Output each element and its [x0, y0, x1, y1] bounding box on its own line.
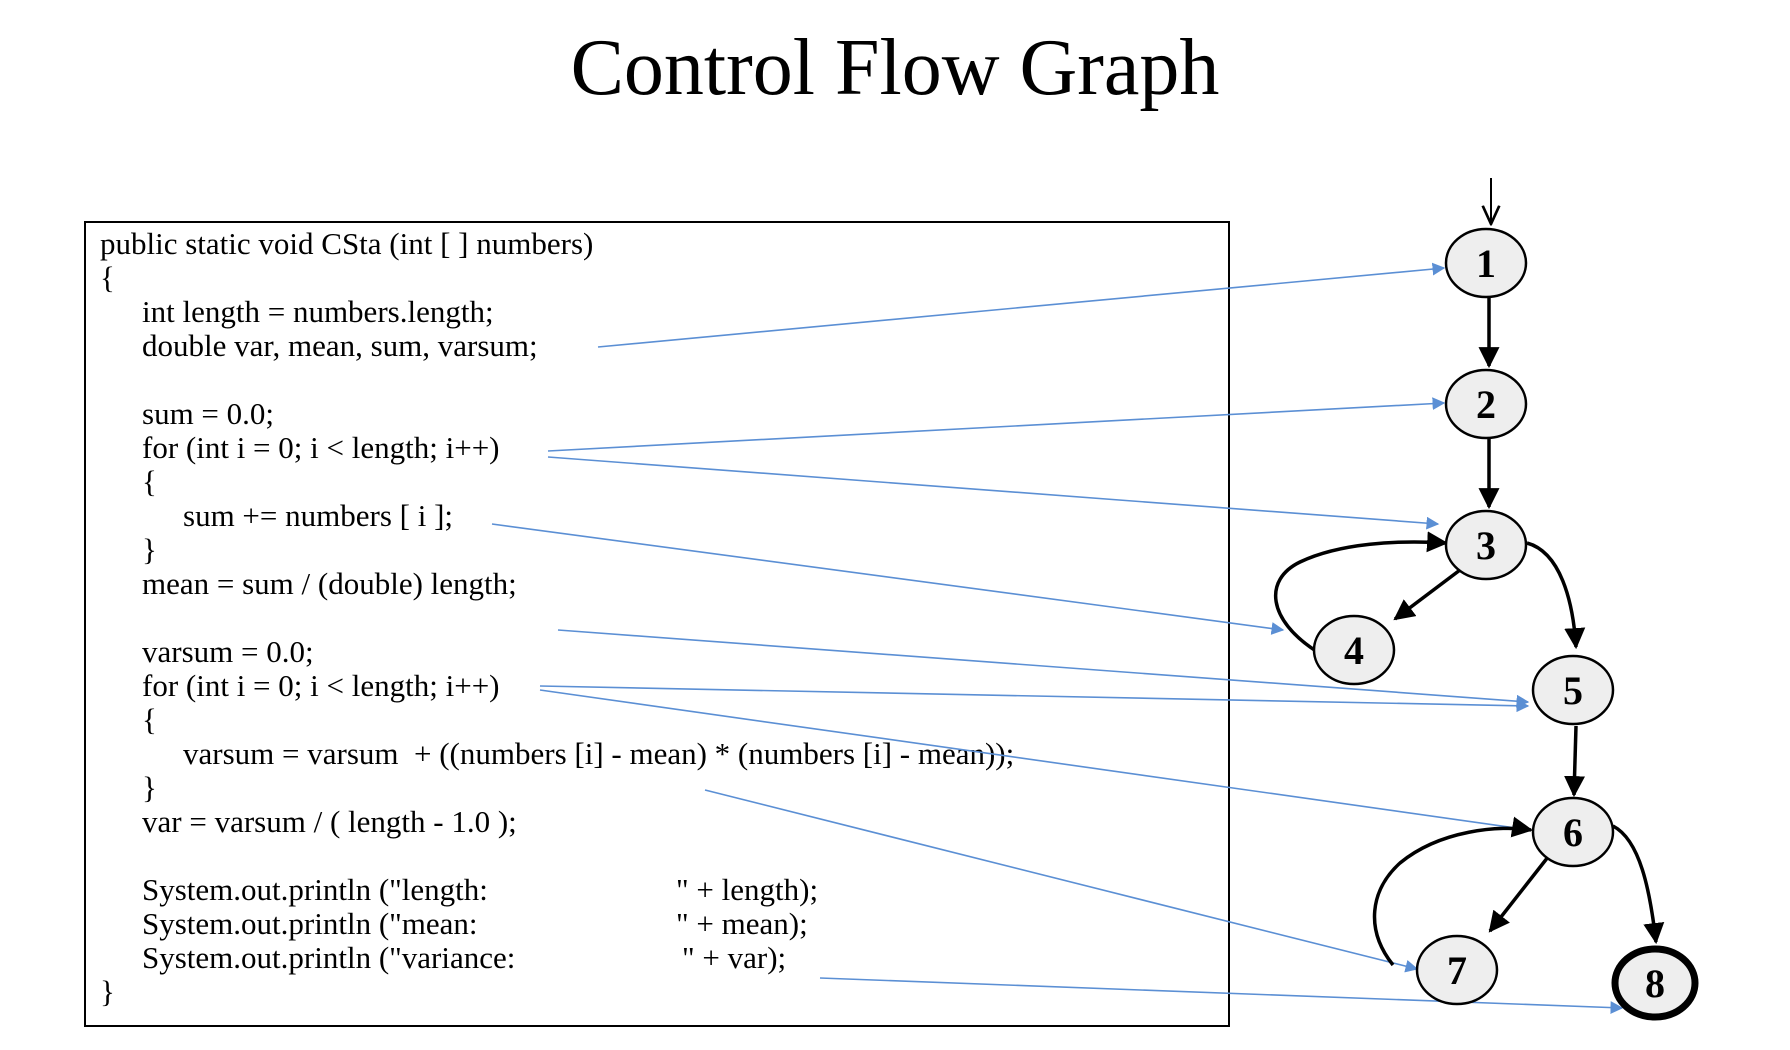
- code-line-sum-init: sum = 0.0;: [142, 396, 275, 431]
- code-to-node-mappings: [491, 262, 1624, 1014]
- node-4-label: 4: [1344, 628, 1364, 673]
- code-line-varsum-init: varsum = 0.0;: [142, 634, 314, 669]
- node-2-label: 2: [1476, 382, 1496, 427]
- node-6: 6: [1531, 796, 1615, 868]
- mapping-line-to-node-5: [539, 685, 1530, 713]
- node-2-circle: [1444, 368, 1528, 440]
- node-4-circle: [1312, 614, 1396, 686]
- code-line-print-mean-tail: " + mean);: [676, 906, 808, 941]
- code-line-length-decl: int length = numbers.length;: [142, 294, 494, 329]
- mapping-line-to-node-7: [704, 789, 1419, 973]
- node-6-circle: [1531, 796, 1615, 868]
- node-3-label: 3: [1476, 523, 1496, 568]
- code-line-loop-2-close: }: [142, 770, 157, 805]
- code-line-loop-2-open: {: [142, 702, 157, 737]
- node-1: 1: [1444, 227, 1528, 299]
- code-line-mean-calc: mean = sum / (double) length;: [142, 566, 517, 601]
- code-line-var-calc: var = varsum / ( length - 1.0 );: [142, 804, 517, 839]
- edge-6-to-8: [1612, 824, 1665, 945]
- code-line-open-brace: {: [100, 260, 115, 295]
- code-line-print-mean: System.out.println ("mean:: [142, 906, 478, 941]
- code-line-signature: public static void CSta (int [ ] numbers…: [100, 226, 594, 261]
- mapping-line-to-node-6: [539, 689, 1532, 835]
- code-listing: public static void CSta (int [ ] numbers…: [84, 221, 1230, 1027]
- mapping-line-to-node-5: [557, 629, 1530, 708]
- node-6-label: 6: [1563, 810, 1583, 855]
- slide-title: Control Flow Graph: [570, 24, 1220, 112]
- node-2: 2: [1444, 368, 1528, 440]
- edge-3-to-5: [1526, 541, 1586, 650]
- mapping-line-to-node-4: [491, 523, 1285, 635]
- edge-6-to-7: [1488, 855, 1550, 933]
- edge-5-to-6: [1564, 725, 1586, 798]
- code-line-var-decl: double var, mean, sum, varsum;: [142, 328, 538, 363]
- node-5-label: 5: [1563, 668, 1583, 713]
- code-line-for-loop-2: for (int i = 0; i < length; i++): [142, 668, 500, 703]
- code-line-print-length-tail: " + length);: [676, 872, 819, 907]
- code-line-loop-1-close: }: [142, 532, 157, 567]
- node-3: 3: [1444, 509, 1528, 581]
- node-5: 5: [1531, 654, 1615, 726]
- graph-edges: [1273, 178, 1665, 967]
- mapping-line-to-node-1: [597, 262, 1446, 348]
- node-3-circle: [1444, 509, 1528, 581]
- code-line-varsum-accumulate: varsum = varsum + ((numbers [i] - mean) …: [183, 736, 1015, 771]
- mapping-line-to-node-8: [819, 977, 1624, 1014]
- node-8-label: 8: [1645, 961, 1665, 1006]
- node-1-circle: [1444, 227, 1528, 299]
- graph-nodes: 1 2 3 4 5 6 7 8: [1312, 227, 1699, 1021]
- code-line-print-variance: System.out.println ("variance:: [142, 940, 516, 975]
- code-line-print-length: System.out.println ("length:: [142, 872, 488, 907]
- code-line-print-variance-tail: " + var);: [682, 940, 787, 975]
- node-5-circle: [1531, 654, 1615, 726]
- node-4: 4: [1312, 614, 1396, 686]
- node-7-label: 7: [1447, 948, 1467, 993]
- code-line-close-brace: }: [100, 974, 115, 1009]
- mapping-line-to-node-3: [547, 456, 1440, 530]
- node-7-circle: [1415, 934, 1499, 1006]
- node-1-label: 1: [1476, 241, 1496, 286]
- node-8: 8: [1611, 945, 1699, 1021]
- node-8-circle: [1611, 945, 1699, 1021]
- code-line-sum-accumulate: sum += numbers [ i ];: [183, 498, 454, 533]
- mapping-line-to-node-2: [547, 397, 1446, 452]
- edge-7-to-6: [1372, 816, 1534, 967]
- node-7: 7: [1415, 934, 1499, 1006]
- code-line-for-loop-1: for (int i = 0; i < length; i++): [142, 430, 500, 465]
- edge-4-to-3: [1273, 531, 1449, 653]
- edge-3-to-4: [1393, 568, 1462, 621]
- code-line-loop-1-open: {: [142, 464, 157, 499]
